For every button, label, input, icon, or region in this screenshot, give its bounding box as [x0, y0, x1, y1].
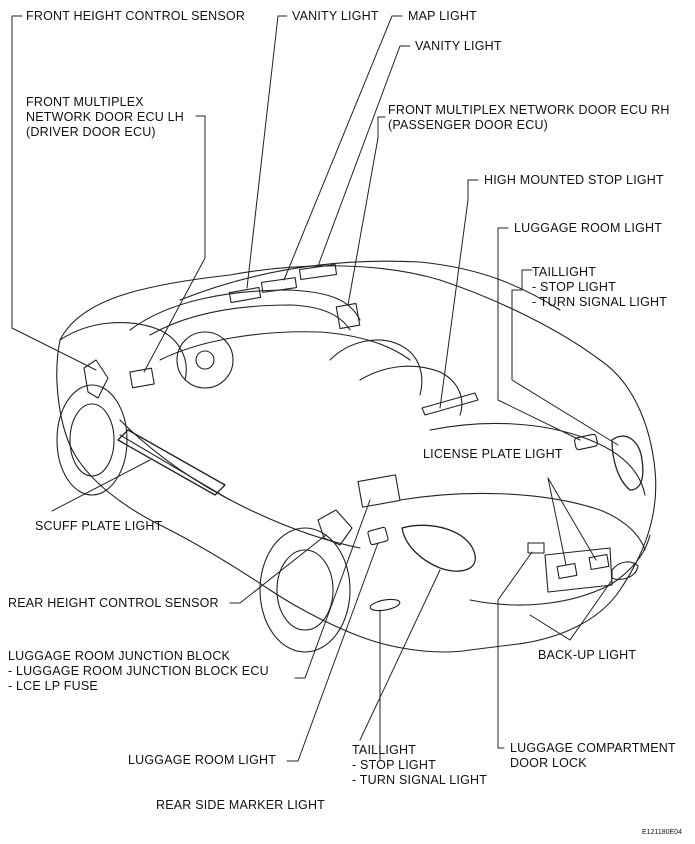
car-hood	[59, 322, 187, 381]
label-rear-height-sensor: REAR HEIGHT CONTROL SENSOR	[8, 596, 219, 610]
steering-wheel	[176, 331, 234, 389]
label-vanity-light-2: VANITY LIGHT	[415, 39, 502, 53]
label-vanity-light-1: VANITY LIGHT	[292, 9, 379, 23]
leader-license-plate-light	[547, 477, 567, 566]
license-plate-recess	[544, 547, 613, 593]
label-luggage-room-light-top: LUGGAGE ROOM LIGHT	[514, 221, 663, 235]
leader-taillight-top	[511, 269, 619, 446]
license-plate-lamp	[611, 561, 639, 581]
label-license-plate-light: LICENSE PLATE LIGHT	[423, 447, 563, 461]
taillight-right-lens	[611, 435, 644, 491]
leader-door-lock	[497, 551, 533, 749]
leader-back-up-light-r	[569, 579, 613, 641]
front-height-sensor-part	[83, 359, 109, 399]
label-scuff-plate-light: SCUFF PLATE LIGHT	[35, 519, 163, 533]
steering-hub	[195, 350, 215, 370]
leader-back-up-light-l	[529, 614, 571, 641]
label-back-up-light: BACK-UP LIGHT	[538, 648, 637, 662]
label-high-mounted-stop-light: HIGH MOUNTED STOP LIGHT	[484, 173, 664, 187]
label-front-height-sensor: FRONT HEIGHT CONTROL SENSOR	[26, 9, 246, 23]
leader-map-light	[283, 15, 403, 281]
leader-license-plate-light-b	[547, 477, 597, 561]
label-rear-side-marker-light: REAR SIDE MARKER LIGHT	[156, 798, 326, 812]
label-luggage-room-junction-block: LUGGAGE ROOM JUNCTION BLOCK - LUGGAGE RO…	[8, 649, 269, 693]
dashboard	[159, 331, 411, 361]
leader-junction-block	[294, 499, 371, 679]
label-taillight-top: TAILLIGHT - STOP LIGHT - TURN SIGNAL LIG…	[532, 265, 668, 309]
rear-height-sensor-part	[317, 509, 353, 546]
scuff-plate	[117, 429, 226, 496]
trunk-lid	[429, 422, 646, 496]
luggage-room-light-lamp	[367, 526, 389, 546]
taillight-left-lens	[401, 524, 476, 572]
door-lock-part	[527, 542, 545, 554]
rear-bumper	[469, 534, 651, 606]
door-sill	[119, 434, 231, 501]
front-wheel-inner	[69, 403, 115, 477]
door-ecu-rh-unit	[335, 302, 361, 330]
leader-vanity-light-2	[317, 45, 411, 267]
leader-high-mount-stop	[439, 179, 479, 409]
seat-back-left	[329, 339, 423, 396]
junction-block	[357, 474, 401, 508]
backup-light-right	[588, 553, 610, 571]
windshield-frame	[129, 289, 361, 331]
seat-back-right	[359, 365, 463, 416]
vanity-light-right-lamp	[298, 263, 338, 281]
label-front-door-ecu-lh: FRONT MULTIPLEX NETWORK DOOR ECU LH (DRI…	[26, 95, 184, 139]
figure-code: E121180E04	[642, 829, 682, 836]
leader-door-ecu-rh	[347, 116, 386, 306]
luggage-light-top-lamp	[574, 433, 598, 451]
label-taillight-bottom: TAILLIGHT - STOP LIGHT - TURN SIGNAL LIG…	[352, 743, 488, 787]
leader-luggage-light-top	[497, 227, 581, 441]
front-wheel	[56, 384, 128, 496]
leader-luggage-light-bottom	[286, 542, 379, 762]
vanity-light-left-lamp	[228, 286, 262, 304]
high-mount-stop-lamp	[421, 392, 479, 416]
backup-light-left	[556, 562, 578, 580]
map-light-lamp	[260, 277, 298, 293]
label-luggage-room-light-bottom: LUGGAGE ROOM LIGHT	[128, 753, 277, 767]
rear-wheel	[259, 527, 351, 653]
roof-line	[179, 260, 561, 311]
leader-vanity-light-1	[246, 15, 288, 289]
trunk-edge	[399, 492, 646, 551]
label-front-door-ecu-rh: FRONT MULTIPLEX NETWORK DOOR ECU RH (PAS…	[388, 103, 670, 132]
door-ecu-lh-unit	[129, 367, 155, 389]
leader-taillight-bottom	[359, 569, 441, 741]
leader-rear-height-sensor	[229, 534, 327, 604]
label-luggage-compartment-door-lock: LUGGAGE COMPARTMENT DOOR LOCK	[510, 741, 676, 770]
rear-wheel-inner	[276, 549, 334, 631]
car-body-outline	[56, 265, 657, 653]
leader-scuff-plate	[51, 459, 151, 512]
leader-door-ecu-lh	[143, 115, 206, 373]
label-map-light: MAP LIGHT	[408, 9, 477, 23]
windshield-inner	[149, 304, 351, 336]
rear-side-marker	[369, 598, 401, 612]
leader-front-height-sensor	[11, 15, 97, 371]
